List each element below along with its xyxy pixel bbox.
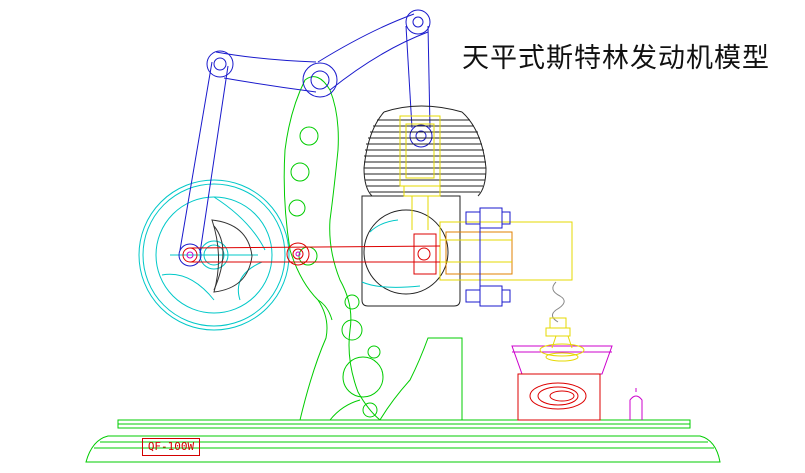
walking-beam-linkage xyxy=(179,10,432,266)
crank-disc xyxy=(362,220,420,287)
diagram-title: 天平式斯特林发动机模型 xyxy=(462,43,770,74)
base-plate xyxy=(86,420,720,462)
cylinder-head-fins xyxy=(364,106,486,196)
lamp-cap xyxy=(630,388,642,420)
model-label: QF-100W xyxy=(142,438,200,456)
alcohol-burner xyxy=(512,318,612,420)
power-cylinder xyxy=(440,222,572,280)
connecting-rod xyxy=(183,234,440,274)
heat-wire xyxy=(552,282,564,322)
engine-stand xyxy=(284,77,462,420)
crank-pin xyxy=(187,252,300,258)
cylinder-flange xyxy=(466,208,510,306)
counterweight xyxy=(212,220,252,292)
crankcase xyxy=(362,196,460,306)
flywheel xyxy=(139,180,289,330)
displacer xyxy=(400,116,440,230)
